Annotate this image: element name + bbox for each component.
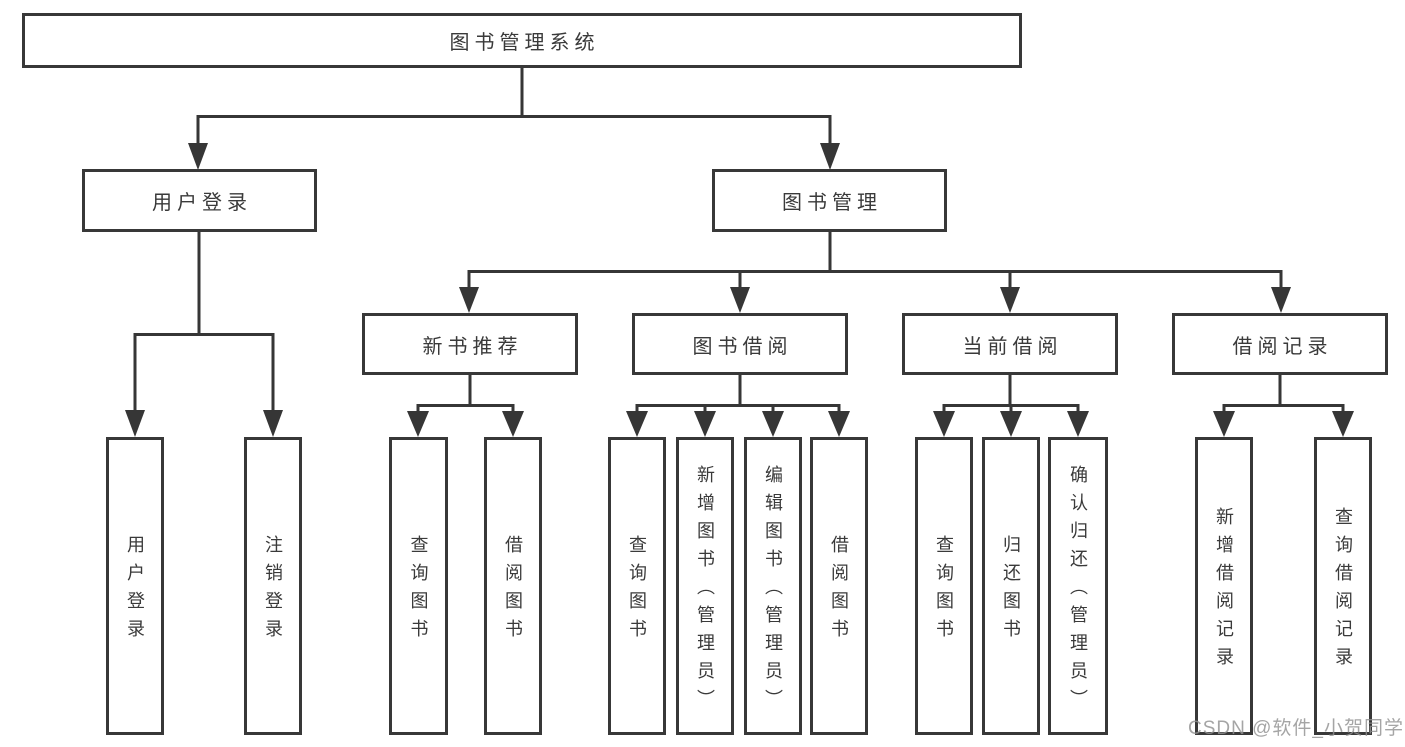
arrowhead — [1000, 287, 1020, 313]
leaf-cb-query-books: 查询图书 — [915, 437, 973, 735]
node-current-borrow: 当前借阅 — [902, 313, 1118, 375]
leaf-br-query-record-label: 查询借阅记录 — [1333, 507, 1353, 675]
connector-user-login-to-leaves — [125, 232, 283, 437]
arrowhead — [828, 411, 850, 437]
connector-root-to-level2 — [188, 68, 840, 170]
arrowhead — [820, 143, 840, 170]
arrowhead — [407, 411, 429, 437]
arrowhead — [1000, 411, 1022, 437]
connector-borrow-records-to-leaves — [1213, 375, 1354, 437]
leaf-logout: 注销登录 — [244, 437, 302, 735]
arrowhead — [188, 143, 208, 170]
node-book-mgmt-label: 图书管理 — [782, 192, 882, 214]
node-borrow-records-label: 借阅记录 — [1232, 335, 1333, 358]
leaf-cb-confirm-return-admin: 确认归还（管理员） — [1048, 437, 1108, 735]
node-user-login: 用户登录 — [82, 169, 317, 232]
connector-book-mgmt-to-level3 — [459, 232, 1291, 313]
node-user-login-label: 用户登录 — [152, 192, 252, 214]
node-new-book-rec-label: 新书推荐 — [422, 335, 523, 358]
watermark: CSDN @软件_小贺同学 — [1188, 718, 1404, 739]
leaf-bb-query-books-label: 查询图书 — [627, 535, 647, 647]
node-book-borrow-label: 图书借阅 — [692, 335, 793, 358]
leaf-br-add-record: 新增借阅记录 — [1195, 437, 1253, 735]
leaf-logout-label: 注销登录 — [263, 535, 283, 647]
node-borrow-records: 借阅记录 — [1172, 313, 1388, 375]
leaf-user-login-label: 用户登录 — [125, 535, 145, 647]
node-root: 图书管理系统 — [22, 13, 1022, 68]
leaf-nbr-borrow-books-label: 借阅图书 — [503, 535, 523, 647]
leaf-user-login: 用户登录 — [106, 437, 164, 735]
arrowhead — [459, 287, 479, 313]
arrowhead — [502, 411, 524, 437]
arrowhead — [1213, 411, 1235, 437]
arrowhead — [933, 411, 955, 437]
arrowhead — [730, 287, 750, 313]
node-current-borrow-label: 当前借阅 — [962, 335, 1063, 358]
leaf-cb-return-books-label: 归还图书 — [1001, 535, 1021, 647]
arrowhead — [626, 411, 648, 437]
leaf-cb-return-books: 归还图书 — [982, 437, 1040, 735]
leaf-br-add-record-label: 新增借阅记录 — [1214, 507, 1234, 675]
node-new-book-rec: 新书推荐 — [362, 313, 578, 375]
node-book-mgmt: 图书管理 — [712, 169, 947, 232]
leaf-nbr-query-books-label: 查询图书 — [408, 535, 429, 647]
arrowhead — [1271, 287, 1291, 313]
arrowhead — [125, 410, 145, 437]
leaf-bb-add-books-admin-label: 新增图书（管理员） — [695, 465, 715, 717]
node-book-borrow: 图书借阅 — [632, 313, 848, 375]
leaf-nbr-query-books: 查询图书 — [389, 437, 448, 735]
arrowhead — [762, 411, 784, 437]
arrowhead — [694, 411, 716, 437]
arrowhead — [1067, 411, 1089, 437]
connector-current-borrow-to-leaves — [933, 375, 1089, 437]
leaf-bb-query-books: 查询图书 — [608, 437, 666, 735]
leaf-br-query-record: 查询借阅记录 — [1314, 437, 1372, 735]
leaf-bb-edit-books-admin-label: 编辑图书（管理员） — [763, 465, 783, 717]
leaf-cb-confirm-return-admin-label: 确认归还（管理员） — [1068, 465, 1088, 717]
connector-book-borrow-to-leaves — [626, 375, 850, 437]
arrowhead — [263, 410, 283, 437]
leaf-bb-borrow-books-label: 借阅图书 — [829, 535, 849, 647]
leaf-cb-query-books-label: 查询图书 — [934, 535, 954, 647]
leaf-bb-add-books-admin: 新增图书（管理员） — [676, 437, 734, 735]
connector-new-book-rec-to-leaves — [407, 375, 524, 437]
node-root-label: 图书管理系统 — [449, 32, 600, 54]
leaf-bb-borrow-books: 借阅图书 — [810, 437, 868, 735]
leaf-nbr-borrow-books: 借阅图书 — [484, 437, 542, 735]
arrowhead — [1332, 411, 1354, 437]
leaf-bb-edit-books-admin: 编辑图书（管理员） — [744, 437, 802, 735]
